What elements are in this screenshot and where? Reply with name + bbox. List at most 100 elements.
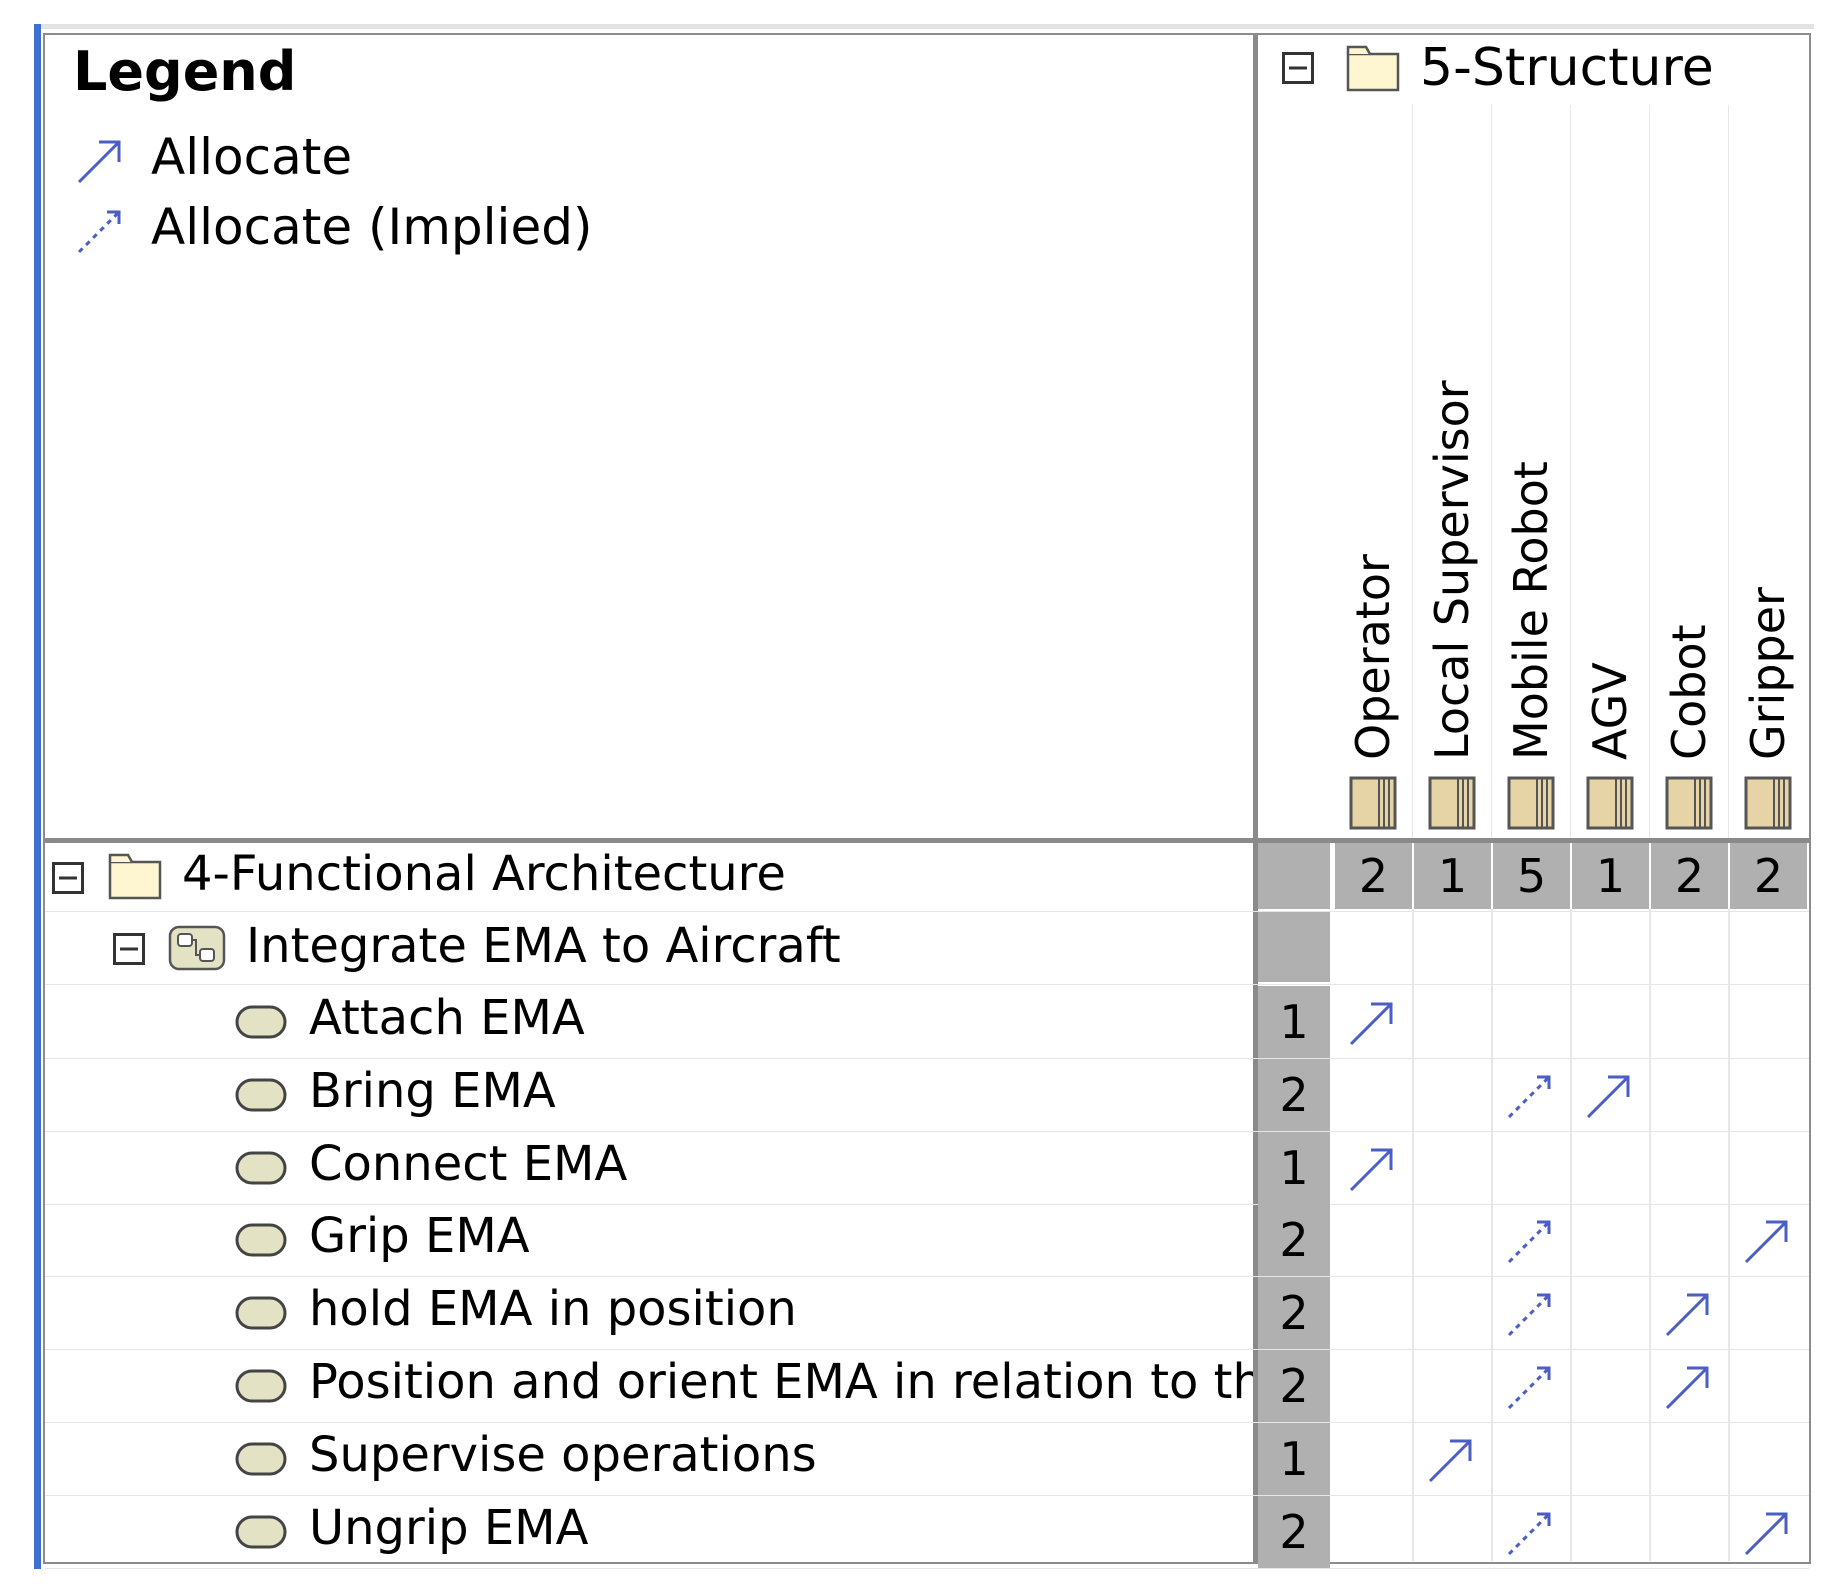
column-total: 2 <box>1730 843 1807 909</box>
row-label: Ungrip EMA <box>309 1500 589 1556</box>
row-label-clip: Bring EMA <box>309 1059 1253 1131</box>
folder-icon <box>1346 45 1400 92</box>
matrix-row[interactable]: Grip EMA <box>45 1204 1253 1276</box>
legend-label-allocate: Allocate <box>151 128 353 186</box>
row-count-empty <box>1258 912 1330 982</box>
row-separator <box>45 1058 1809 1059</box>
column-total: 1 <box>1572 843 1649 909</box>
row-separator <box>45 1349 1809 1350</box>
row-separator <box>45 911 1809 912</box>
allocate-arrow-icon[interactable] <box>1661 1358 1717 1414</box>
allocate-arrow-icon[interactable] <box>1345 1140 1401 1196</box>
legend-item-allocate-implied: Allocate (Implied) <box>73 198 673 268</box>
activity-icon <box>168 925 226 971</box>
row-separator <box>45 1422 1809 1423</box>
allocate-implied-arrow-icon[interactable] <box>1503 1212 1559 1268</box>
action-icon <box>235 1296 287 1330</box>
row-header-divider <box>1253 35 1258 1562</box>
allocate-arrow-icon[interactable] <box>1740 1504 1796 1560</box>
allocate-implied-arrow-icon <box>77 210 121 254</box>
legend-item-allocate: Allocate <box>73 128 673 198</box>
grid-line <box>1649 909 1651 1561</box>
row-count: 1 <box>1258 1132 1330 1204</box>
column-separator <box>1570 105 1571 838</box>
top-border <box>38 24 1814 29</box>
action-icon <box>235 1442 287 1476</box>
matrix-row[interactable]: Connect EMA <box>45 1132 1253 1204</box>
matrix-row[interactable]: Supervise operations <box>45 1423 1253 1495</box>
grid-line <box>1570 909 1572 1561</box>
column-header-label[interactable]: AGV <box>1583 662 1637 760</box>
row-label-clip: Connect EMA <box>309 1132 1253 1204</box>
column-header-label[interactable]: Gripper <box>1741 587 1795 760</box>
row-label: Attach EMA <box>309 990 585 1046</box>
action-icon <box>235 1223 287 1257</box>
row-separator <box>45 1276 1809 1277</box>
row-group-label[interactable]: Integrate EMA to Aircraft <box>246 918 841 974</box>
allocate-arrow-icon[interactable] <box>1424 1431 1480 1487</box>
collapse-icon[interactable] <box>52 862 84 894</box>
column-header-divider <box>45 838 1809 843</box>
column-header-label[interactable]: Mobile Robot <box>1504 461 1558 760</box>
column-total: 2 <box>1651 843 1728 909</box>
row-count: 1 <box>1258 986 1330 1058</box>
action-icon <box>235 1151 287 1185</box>
row-label: Connect EMA <box>309 1136 628 1192</box>
column-total: 1 <box>1414 843 1491 909</box>
action-icon <box>235 1078 287 1112</box>
collapse-icon[interactable] <box>113 933 145 965</box>
row-separator <box>45 1204 1809 1205</box>
column-separator <box>1491 105 1492 838</box>
row-count: 2 <box>1258 1350 1330 1422</box>
row-root-label[interactable]: 4-Functional Architecture <box>182 846 786 902</box>
block-icon <box>1507 776 1555 830</box>
column-group-label[interactable]: 5-Structure <box>1420 38 1714 98</box>
matrix-row[interactable]: Bring EMA <box>45 1059 1253 1131</box>
allocate-implied-arrow-icon[interactable] <box>1503 1067 1559 1123</box>
allocate-arrow-icon[interactable] <box>1345 994 1401 1050</box>
allocate-implied-arrow-icon[interactable] <box>1503 1504 1559 1560</box>
allocate-arrow-icon[interactable] <box>1740 1212 1796 1268</box>
matrix-row[interactable]: hold EMA in position <box>45 1277 1253 1349</box>
allocate-arrow-icon <box>77 140 121 184</box>
row-label-clip: Grip EMA <box>309 1204 1253 1276</box>
action-icon <box>235 1369 287 1403</box>
row-separator <box>45 984 1809 985</box>
grid-line <box>1728 909 1730 1561</box>
row-label: hold EMA in position <box>309 1281 797 1337</box>
row-count: 2 <box>1258 1496 1330 1568</box>
matrix-row[interactable]: Attach EMA <box>45 986 1253 1058</box>
grid-line <box>1412 909 1414 1561</box>
row-label-clip: Ungrip EMA <box>309 1496 1253 1568</box>
row-count: 2 <box>1258 1204 1330 1276</box>
row-label: Grip EMA <box>309 1208 530 1264</box>
row-label-clip: hold EMA in position <box>309 1277 1253 1349</box>
grid-line <box>1491 909 1493 1561</box>
action-icon <box>235 1515 287 1549</box>
row-label-clip: Position and orient EMA in relation to t… <box>309 1350 1253 1422</box>
row-label: Bring EMA <box>309 1063 556 1119</box>
allocate-implied-arrow-icon[interactable] <box>1503 1358 1559 1414</box>
column-header-label[interactable]: Cobot <box>1662 624 1716 760</box>
column-total: 5 <box>1493 843 1570 909</box>
row-separator <box>45 1568 1809 1569</box>
row-count: 2 <box>1258 1059 1330 1131</box>
row-label-clip: Supervise operations <box>309 1423 1253 1495</box>
matrix-row[interactable]: Ungrip EMA <box>45 1496 1253 1568</box>
column-separator <box>1412 105 1413 838</box>
collapse-icon[interactable] <box>1282 52 1314 84</box>
row-count-empty <box>1258 843 1330 909</box>
row-separator <box>45 1131 1809 1132</box>
allocate-arrow-icon[interactable] <box>1661 1285 1717 1341</box>
row-label-clip: Attach EMA <box>309 986 1253 1058</box>
column-header-label[interactable]: Local Supervisor <box>1425 380 1479 760</box>
column-header-label[interactable]: Operator <box>1346 554 1400 760</box>
allocate-implied-arrow-icon[interactable] <box>1503 1285 1559 1341</box>
block-icon <box>1665 776 1713 830</box>
row-count: 1 <box>1258 1423 1330 1495</box>
block-icon <box>1428 776 1476 830</box>
row-count: 2 <box>1258 1277 1330 1349</box>
allocate-arrow-icon[interactable] <box>1582 1067 1638 1123</box>
matrix-row[interactable]: Position and orient EMA in relation to t… <box>45 1350 1253 1422</box>
action-icon <box>235 1005 287 1039</box>
